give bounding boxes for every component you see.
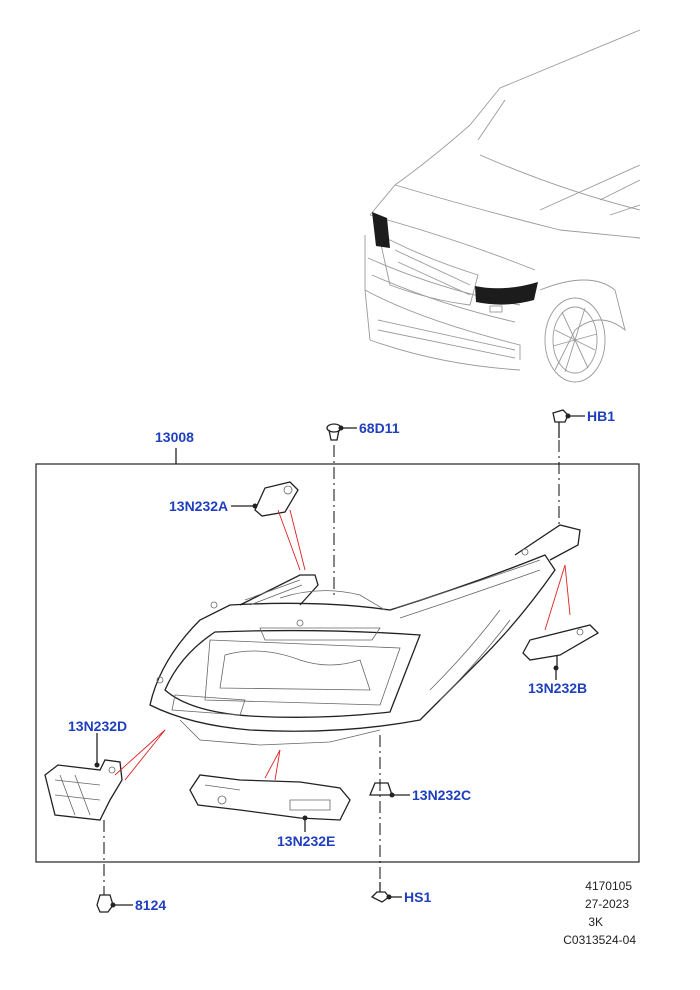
bracket-b-part: [522, 624, 600, 668]
callout-assembly[interactable]: 13008: [155, 429, 194, 445]
nut-8124: [96, 894, 114, 913]
reference-line-1: 4170105: [585, 879, 632, 893]
vehicle-location-illustration: [364, 29, 641, 383]
callout-lower-nut[interactable]: 8124: [135, 897, 166, 913]
assembly-boundary: [35, 448, 640, 863]
callout-lower-screw[interactable]: HS1: [404, 889, 431, 905]
assembly-guide-lines: [103, 440, 560, 895]
reference-line-4: C0313524-04: [563, 933, 636, 947]
reference-block: 4170105 27-2023 3K C0313524-04: [563, 879, 636, 947]
bolt-HB1: [552, 409, 569, 438]
bracket-e-part: [189, 774, 351, 821]
bulb-cap-68D11: [326, 423, 342, 441]
headlamp-assembly: [149, 524, 581, 746]
callout-bracket-c[interactable]: 13N232C: [412, 787, 471, 803]
callout-bracket-a[interactable]: 13N232A: [169, 498, 228, 514]
reference-line-3: 3K: [588, 915, 603, 929]
callout-bracket-b[interactable]: 13N232B: [528, 680, 587, 696]
callout-bracket-d[interactable]: 13N232D: [68, 718, 127, 734]
bracket-d-part: [44, 759, 123, 821]
red-guide-lines: [114, 509, 571, 781]
callout-bulb-cap[interactable]: 68D11: [359, 420, 400, 436]
bracket-c-part: [369, 782, 393, 796]
reference-line-2: 27-2023: [585, 897, 629, 911]
leader-lines: [94, 413, 585, 908]
bracket-a-part: [254, 481, 299, 517]
callout-top-bolt[interactable]: HB1: [587, 408, 615, 424]
callout-bracket-e[interactable]: 13N232E: [277, 833, 335, 849]
screw-HS1: [370, 882, 390, 903]
